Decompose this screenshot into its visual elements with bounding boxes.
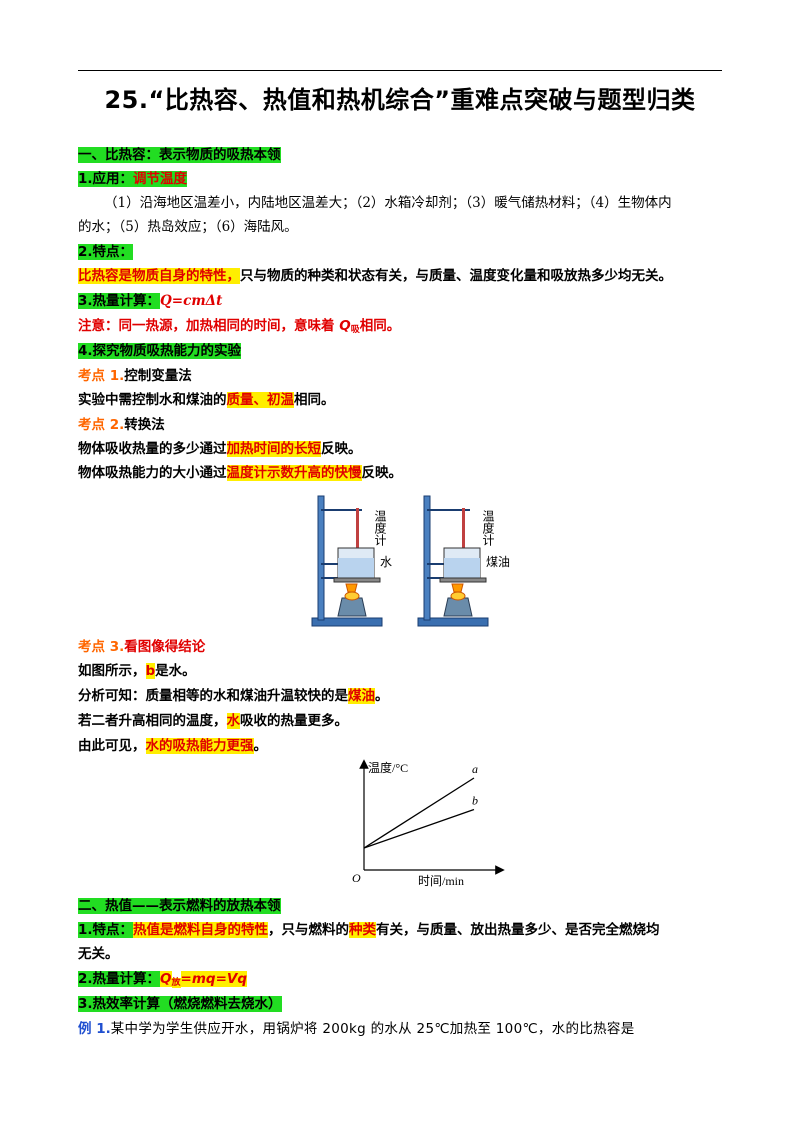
s2-feature-line2: 无关。: [78, 946, 119, 962]
kp3-l2-a: 分析可知：质量相等的水和煤油升温较快的是: [78, 688, 348, 704]
experiment-heading-line: 4.探究物质吸热能力的实验: [78, 342, 722, 360]
kp2-l2-highlight: 温度计示数升高的快慢: [226, 465, 362, 481]
note-text-b: 相同。: [359, 318, 401, 334]
application-label: 1.应用：: [78, 171, 134, 187]
kp3-l4-a: 由此可见，: [78, 738, 146, 754]
series-line-b: [363, 808, 475, 849]
note-sub: 吸: [350, 325, 360, 335]
calc-formula: Q=cmΔt: [160, 293, 223, 309]
kp3-line3: 若二者升高相同的温度，水吸收的热量更多。: [78, 712, 722, 730]
kp3-l3-b: 吸收的热量更多。: [240, 713, 348, 729]
s2-calc-q: Q: [160, 971, 172, 987]
note-text-a: 注意：同一热源，加热相同的时间，意味着: [78, 318, 335, 334]
note-q: Q: [339, 318, 351, 334]
feature-highlight: 比热容是物质自身的特性，: [78, 268, 240, 284]
kp3-l4-b: 。: [253, 738, 268, 754]
kp1-text-a: 实验中需控制水和煤油的: [78, 392, 227, 408]
s2-calc-sub: 放: [171, 978, 181, 988]
kp2-l1-a: 物体吸收热量的多少通过: [78, 441, 227, 457]
section1-heading-text: 一、比热容：表示物质的吸热本领: [78, 147, 281, 163]
kp3-line4: 由此可见，水的吸热能力更强。: [78, 737, 722, 755]
temperature-time-chart: 温度/°C 时间/min O ab: [352, 759, 505, 888]
origin-label: O: [352, 871, 361, 885]
kp3-label: 考点 3.: [78, 639, 125, 655]
series-label-b: b: [472, 794, 478, 808]
feature-label-line: 2.特点：: [78, 243, 722, 261]
label-thermometer-right: 温度计: [481, 510, 495, 546]
kp3-l2-highlight: 煤油: [348, 688, 375, 704]
kp1-line: 考点 1.控制变量法: [78, 367, 722, 385]
kp3-l3-highlight: 水: [226, 713, 240, 729]
series-layer: ab: [363, 762, 478, 849]
calc-line: 3.热量计算：Q=cmΔt: [78, 292, 722, 310]
example-text: 某中学为学生供应开水，用锅炉将 200kg 的水从 25℃加热至 100℃，水的…: [110, 1021, 635, 1037]
calc-label: 3.热量计算：: [78, 293, 161, 309]
note-line: 注意：同一热源，加热相同的时间，意味着 Q吸相同。: [78, 317, 722, 339]
apparatus-left: [311, 495, 383, 627]
s2-feature-highlight: 热值是燃料自身的特性: [133, 922, 269, 938]
section2-heading-line: 二、热值——表示燃料的放热本领: [78, 897, 722, 915]
s2-efficiency-line: 3.热效率计算（燃烧燃料去烧水）: [78, 995, 722, 1013]
kp3-line: 考点 3.看图像得结论: [78, 638, 722, 656]
example-line: 例 1.某中学为学生供应开水，用锅炉将 200kg 的水从 25℃加热至 100…: [78, 1020, 722, 1038]
kp1-label: 考点 1.: [78, 368, 125, 384]
kp2-l1-highlight: 加热时间的长短: [226, 441, 321, 457]
kp1-text-line: 实验中需控制水和煤油的质量、初温相同。: [78, 391, 722, 409]
section1-heading: 一、比热容：表示物质的吸热本领: [78, 146, 722, 164]
kp1-title: 控制变量法: [124, 368, 192, 384]
kp3-l1-b: 是水。: [155, 663, 196, 679]
application-list-1: （1）沿海地区温差小，内陆地区温差大；（2）水箱冷却剂；（3）暖气储热材料；（4…: [104, 195, 672, 211]
kp2-line1: 物体吸收热量的多少通过加热时间的长短反映。: [78, 440, 722, 458]
kp2-title: 转换法: [124, 417, 165, 433]
top-rule: [78, 70, 722, 71]
kp3-title: 看图像得结论: [124, 639, 206, 655]
apparatus-figure: 温度计 水 温度计 煤油: [311, 495, 510, 627]
label-thermometer-left: 温度计: [373, 510, 387, 546]
page-title: 25.“比热容、热值和热机综合”重难点突破与题型归类: [104, 86, 696, 114]
kp1-text-b: 相同。: [294, 392, 335, 408]
kp3-line1: 如图所示，b是水。: [78, 662, 722, 680]
label-water: 水: [380, 555, 392, 569]
s2-feature-line: 1.特点：热值是燃料自身的特性，只与燃料的种类有关，与质量、放出热量多少、是否完…: [78, 921, 722, 939]
kp1-highlight: 质量、初温: [226, 392, 294, 408]
s2-feature-b: 有关，与质量、放出热量多少、是否完全燃烧均: [376, 922, 660, 938]
feature-label: 2.特点：: [78, 244, 134, 260]
series-label-a: a: [472, 762, 478, 776]
y-axis-label: 温度/°C: [368, 760, 408, 775]
s2-efficiency-heading: 3.热效率计算（燃烧燃料去烧水）: [78, 996, 282, 1012]
label-oil: 煤油: [486, 555, 510, 569]
kp3-l3-a: 若二者升高相同的温度，: [78, 713, 227, 729]
experiment-heading: 4.探究物质吸热能力的实验: [78, 343, 242, 359]
kp3-l2-b: 。: [375, 688, 389, 704]
kp2-line2: 物体吸热能力的大小通过温度计示数升高的快慢反映。: [78, 464, 722, 482]
s2-feature-label: 1.特点：: [78, 922, 134, 938]
example-label: 例 1.: [78, 1021, 111, 1037]
s2-calc-rest: =mq=Vq: [180, 971, 247, 987]
s2-feature-highlight2: 种类: [349, 922, 377, 938]
section2-heading: 二、热值——表示燃料的放热本领: [78, 898, 281, 914]
kp3-line2: 分析可知：质量相等的水和煤油升温较快的是煤油。: [78, 687, 722, 705]
s2-calc-line: 2.热量计算：Q放=mq=Vq: [78, 970, 722, 992]
feature-rest: 只与物质的种类和状态有关，与质量、温度变化量和吸放热多少均无关。: [240, 268, 672, 284]
application-list-2: 的水；（5）热岛效应；（6）海陆风。: [78, 219, 298, 235]
series-line-a: [363, 777, 475, 849]
kp2-l1-b: 反映。: [321, 441, 362, 457]
s2-calc-label: 2.热量计算：: [78, 971, 161, 987]
s2-feature-a: ，只与燃料的: [268, 922, 350, 938]
kp2-line: 考点 2.转换法: [78, 416, 722, 434]
feature-line: 比热容是物质自身的特性，只与物质的种类和状态有关，与质量、温度变化量和吸放热多少…: [78, 267, 722, 285]
application-highlight: 调节温度: [133, 171, 188, 187]
apparatus-right: [417, 495, 489, 627]
application-line: 1.应用：调节温度: [78, 170, 722, 188]
kp3-l1-highlight: b: [145, 663, 156, 679]
kp2-label: 考点 2.: [78, 417, 125, 433]
kp3-l4-highlight: 水的吸热能力更强: [145, 738, 254, 754]
x-axis-label: 时间/min: [418, 874, 464, 888]
kp3-l1-a: 如图所示，: [78, 663, 146, 679]
kp2-l2-b: 反映。: [361, 465, 403, 481]
kp2-l2-a: 物体吸热能力的大小通过: [78, 465, 227, 481]
